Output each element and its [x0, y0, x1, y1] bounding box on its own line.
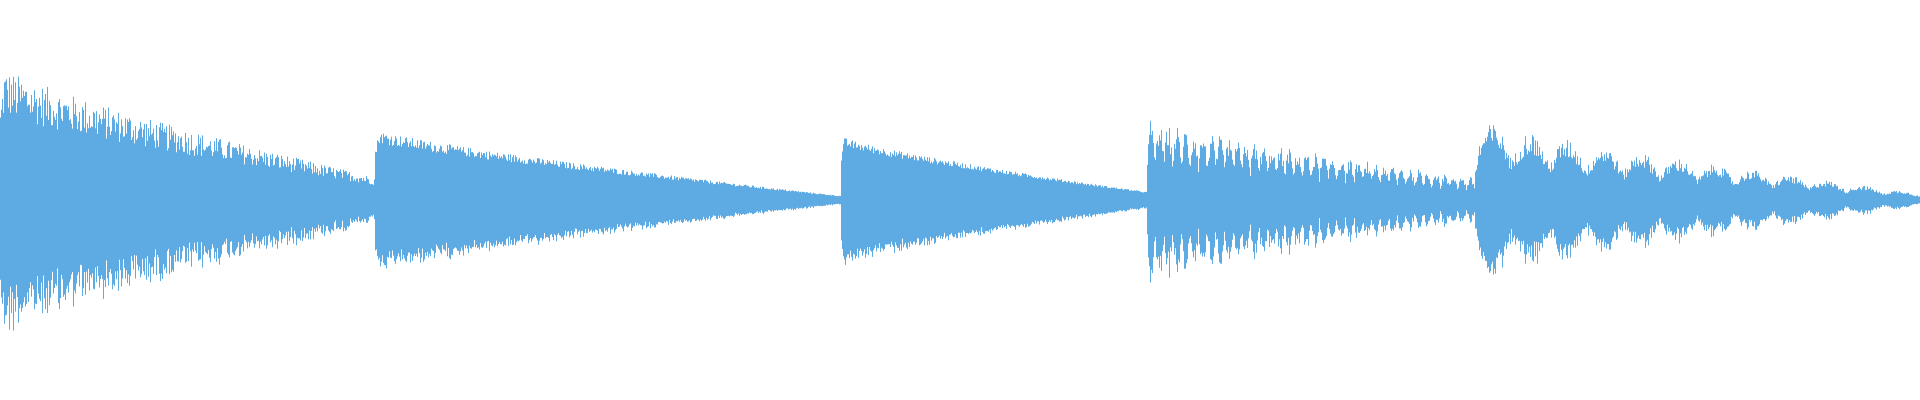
- waveform-samples: [0, 76, 1920, 331]
- waveform-path: [0, 76, 1920, 331]
